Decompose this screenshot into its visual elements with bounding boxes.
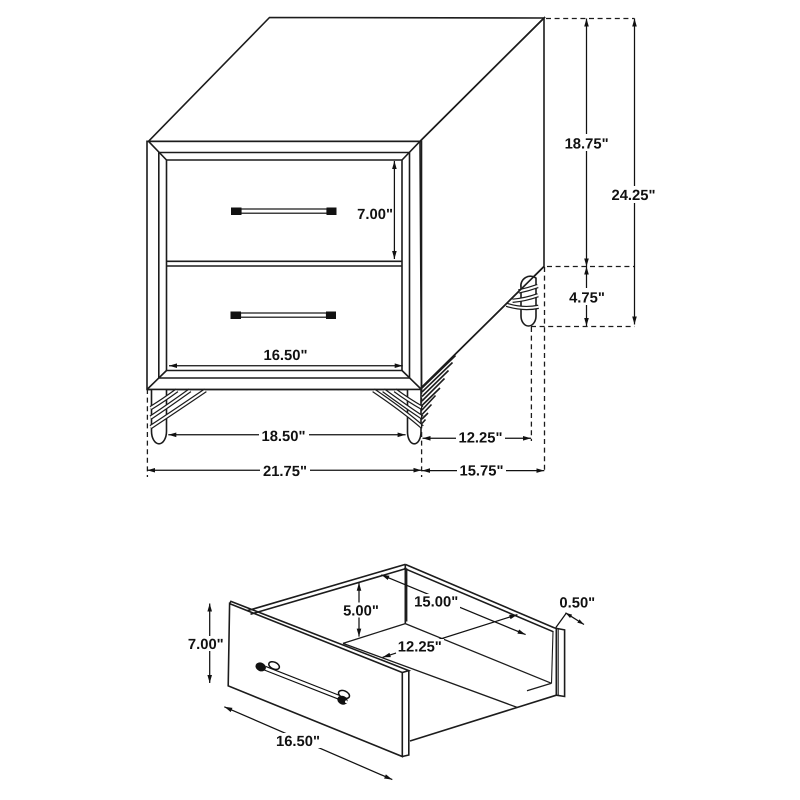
svg-text:16.50": 16.50": [263, 348, 307, 364]
svg-text:18.75": 18.75": [565, 137, 609, 153]
svg-text:18.50": 18.50": [261, 429, 305, 445]
svg-text:21.75": 21.75": [263, 464, 307, 480]
svg-text:16.50": 16.50": [276, 734, 320, 750]
svg-text:7.00": 7.00": [188, 637, 224, 653]
svg-text:15.75": 15.75": [459, 464, 503, 480]
svg-text:7.00": 7.00": [357, 207, 393, 223]
svg-text:15.00": 15.00": [414, 594, 458, 610]
svg-text:24.25": 24.25": [611, 188, 655, 204]
svg-text:4.75": 4.75": [569, 291, 605, 307]
svg-text:5.00": 5.00": [343, 604, 379, 620]
svg-text:12.25": 12.25": [458, 431, 502, 447]
svg-text:0.50": 0.50": [559, 596, 595, 612]
svg-text:12.25": 12.25": [398, 640, 442, 656]
